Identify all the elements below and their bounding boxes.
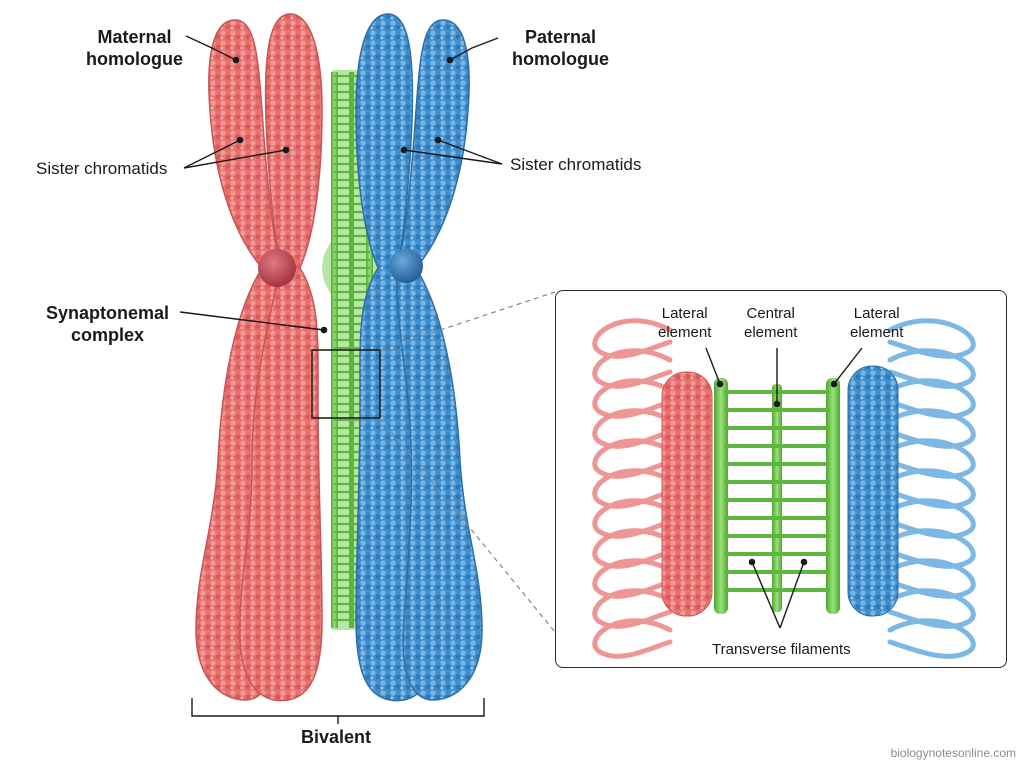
chromatin-loop <box>592 618 673 659</box>
inset-leader-lines <box>705 347 863 629</box>
maternal-chromatid-inner <box>239 13 323 702</box>
chromatin-loop <box>887 618 976 659</box>
label-transverse-filaments: Transverse filaments <box>712 641 851 658</box>
watermark: biologynotesonline.com <box>890 746 1016 760</box>
paternal-chromatin-loops <box>887 318 976 659</box>
leader-lines <box>179 35 503 724</box>
paternal-centromere <box>389 249 423 283</box>
maternal-chromatin-loops <box>592 318 673 659</box>
paternal-axis-chromatin <box>847 365 899 617</box>
zoom-guide-top <box>379 291 556 351</box>
paternal-homologue <box>355 13 483 702</box>
zoom-selection-box <box>311 349 381 419</box>
maternal-homologue <box>195 13 323 702</box>
zoom-guide-bottom <box>379 417 556 633</box>
paternal-chromatid-outer <box>396 19 483 701</box>
label-sister-chromatids-right: Sister chromatids <box>510 155 642 174</box>
maternal-axis-chromatin <box>661 371 713 617</box>
lateral-element-left-bar <box>714 378 728 614</box>
maternal-centromere <box>258 249 296 287</box>
label-bivalent: Bivalent <box>301 727 372 747</box>
transverse-filaments <box>724 390 830 592</box>
label-sister-chromatids-left: Sister chromatids <box>36 159 168 178</box>
lateral-element-right-bar <box>826 378 840 614</box>
